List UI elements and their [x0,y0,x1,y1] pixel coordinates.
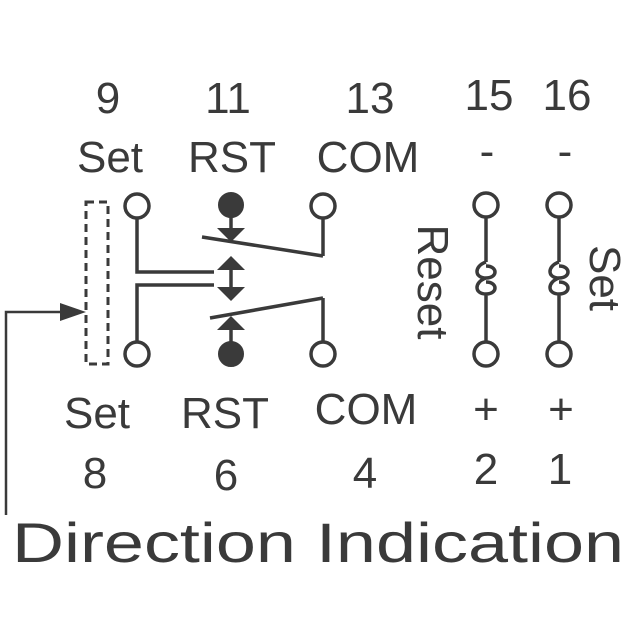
top-pin-label-minus-16: - [558,127,573,176]
pin-9 [123,192,151,220]
rst-mid-arrow-up [217,256,245,270]
top-pin-label-com: COM [317,133,420,182]
bottom-pin-number-6: 6 [214,451,238,500]
reset-coil-winding [475,260,497,300]
bottom-pin-number-2: 2 [474,445,498,494]
top-pin-number-13: 13 [346,74,395,123]
pin-1 [545,340,573,368]
pin-13 [309,192,337,220]
rst-upper-arrow-down [217,228,245,242]
top-pin-number-11: 11 [205,74,251,123]
bottom-pin-number-1: 1 [548,445,572,494]
top-pin-number-9: 9 [96,74,120,123]
pin-16 [545,191,573,219]
pin-4 [309,340,337,368]
upper-contact-blade [201,235,324,258]
top-pin-number-16: 16 [543,71,592,120]
pin-2 [472,340,500,368]
top-pin-label-minus-15: - [480,127,495,176]
bottom-pin-label-plus-2: + [473,385,499,434]
set-coil-winding [548,260,570,300]
pin-6 [218,341,244,367]
top-pin-number-15: 15 [465,71,514,120]
lower-contact-blade [209,296,324,320]
direction-indication-caption: Direction Indication [12,511,624,574]
direction-indicator-box [84,200,110,366]
set-contact-lower-wire [135,283,214,342]
pin-11 [218,192,244,218]
pin-8 [123,340,151,368]
set-coil-label: Set [580,245,629,311]
bottom-pin-number-4: 4 [353,449,377,498]
direction-indication-line [4,310,64,515]
pin-15 [472,191,500,219]
bottom-pin-label-plus-1: + [548,385,574,434]
bottom-pin-label-com: COM [315,385,418,434]
top-pin-label-set: Set [77,133,143,182]
rst-mid-arrow-down [217,287,245,301]
set-contact-upper-wire [135,218,214,274]
top-pin-label-rst: RST [188,133,276,182]
bottom-pin-label-set: Set [64,389,130,438]
direction-arrowhead [60,303,86,321]
reset-coil-label: Reset [408,225,457,340]
bottom-pin-label-rst: RST [181,389,269,438]
bottom-pin-number-8: 8 [83,449,107,498]
rst-lower-arrow-up [217,316,245,330]
